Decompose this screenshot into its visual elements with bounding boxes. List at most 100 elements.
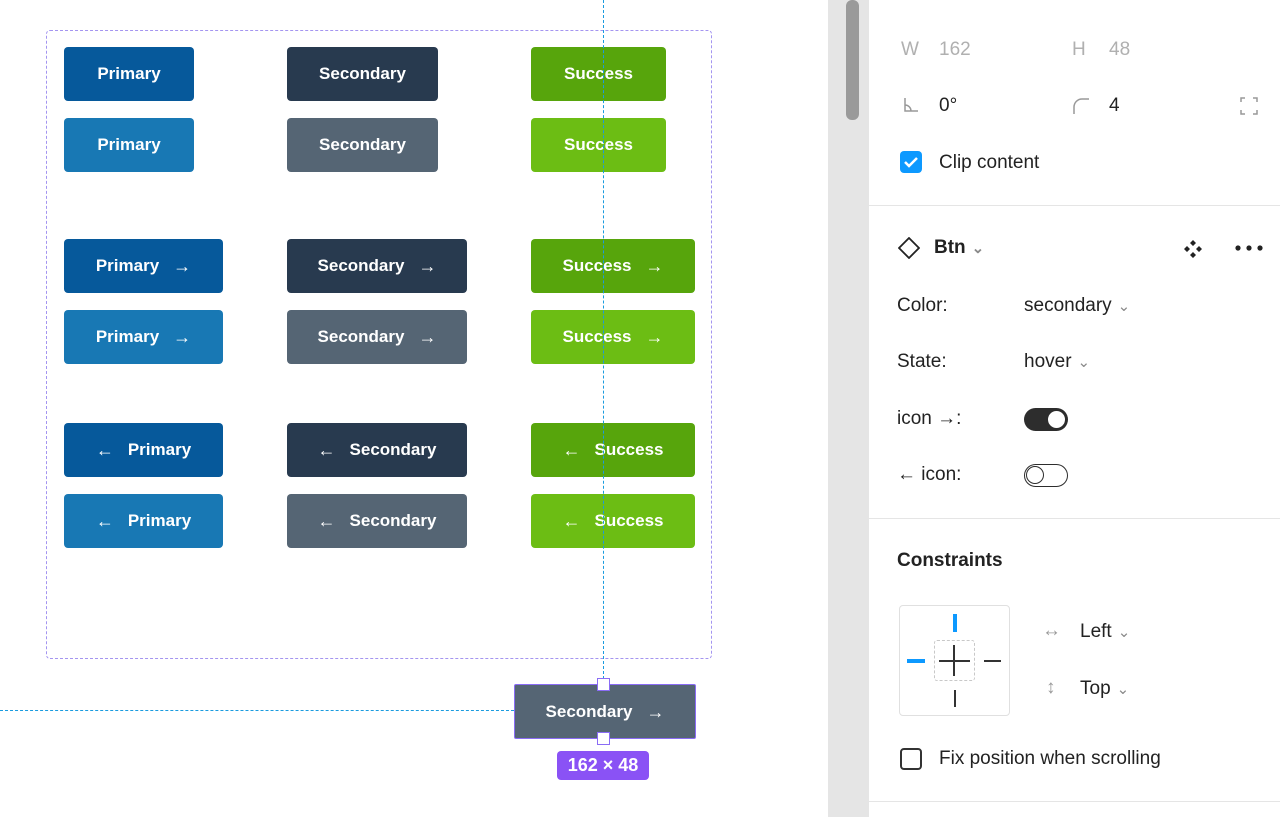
arrow-left-icon: ← [562,511,581,531]
chevron-down-icon: ⌄ [1077,354,1091,371]
button-secondary-icon-right-default[interactable]: Secondary → [287,239,467,293]
button-label: Secondary [317,256,405,275]
constraint-center-horizontal[interactable] [939,660,970,662]
fix-position-checkbox[interactable] [900,748,922,770]
button-primary-hover[interactable]: Primary [64,118,194,172]
constraint-inner-box [934,640,975,681]
constraint-right[interactable] [984,660,1001,662]
selected-button-instance[interactable]: Secondary → [514,684,696,739]
button-label: Primary [97,64,161,83]
button-success-default[interactable]: Success [531,47,666,101]
button-label: Primary [127,440,192,459]
vertical-arrows-icon: ↕ [1046,677,1056,698]
arrow-left-icon: ← [562,440,581,460]
constraints-widget[interactable] [899,605,1010,716]
button-label: Secondary [349,511,437,530]
button-label: Success [564,64,633,83]
arrow-left-icon: ← [95,511,114,531]
button-secondary-default[interactable]: Secondary [287,47,438,101]
icon-right-prop-label: icon →: [897,408,962,429]
color-prop-dropdown[interactable]: secondary ⌄ [1024,295,1130,317]
section-divider [869,801,1280,802]
constraint-bottom[interactable] [954,690,956,707]
rotation-icon [904,98,918,112]
toggle-knob [1026,466,1044,484]
arrow-left-icon: ← [95,440,114,460]
button-label: Success [594,440,664,459]
component-name: Btn [934,237,966,258]
state-prop-label: State: [897,351,947,372]
icon-right-toggle[interactable] [1024,408,1068,431]
button-label: Success [562,256,632,275]
arrow-right-icon: → [645,327,664,347]
rotation-input[interactable]: 0° [939,95,958,116]
canvas-scrollbar-thumb[interactable] [846,0,859,120]
button-success-icon-left-hover[interactable]: ←Success [531,494,695,548]
section-divider [869,205,1280,206]
arrow-left-icon: ← [317,440,336,460]
constraint-left[interactable] [907,659,925,663]
properties-panel: W 162 H 48 0° 4 Clip content Btn⌄ Color:… [869,0,1280,817]
resize-handle-bottom[interactable] [597,732,610,745]
clip-content-checkbox[interactable] [900,151,922,173]
button-success-icon-right-hover[interactable]: Success → [531,310,695,364]
button-secondary-hover[interactable]: Secondary [287,118,438,172]
component-name-dropdown[interactable]: Btn ⌄ [934,237,984,259]
chevron-down-icon: ⌄ [971,240,985,257]
corner-radius-input[interactable]: 4 [1109,95,1120,116]
arrow-left-icon: ← [317,511,336,531]
toggle-knob [1047,410,1066,429]
button-label: Primary [95,327,160,346]
button-success-icon-left-default[interactable]: ← Success [531,423,695,477]
chevron-down-icon: ⌄ [1117,624,1131,641]
button-label: Secondary [319,64,406,83]
width-label: W [901,39,919,60]
arrow-right-icon: → [173,256,192,276]
button-label: Success [562,327,632,346]
resize-handle-top[interactable] [597,678,610,691]
constraints-title: Constraints [897,550,1003,571]
vertical-alignment-guide [603,0,604,684]
width-input[interactable]: 162 [939,39,971,60]
button-primary-icon-right-default[interactable]: Primary → [64,239,223,293]
arrow-right-icon: → [418,327,437,347]
button-secondary-icon-right-hover[interactable]: Secondary → [287,310,467,364]
horizontal-alignment-guide [0,710,514,711]
design-canvas[interactable]: Primary Secondary Success Primary Second… [0,0,828,817]
button-secondary-icon-left-hover[interactable]: ← Secondary [287,494,467,548]
button-primary-icon-left-default[interactable]: ← Primary [64,423,223,477]
button-secondary-icon-left-default[interactable]: ← Secondary [287,423,467,477]
state-prop-value: hover [1024,351,1072,372]
button-label: Secondary [319,135,406,154]
button-primary-default[interactable]: Primary [64,47,194,101]
button-success-hover[interactable]: Success [531,118,666,172]
button-primary-icon-right-hover[interactable]: Primary → [64,310,223,364]
arrow-right-icon: → [418,256,437,276]
color-prop-label: Color: [897,295,948,316]
icon-left-toggle[interactable] [1024,464,1068,487]
horizontal-constraint-value: Left [1080,621,1112,642]
height-input[interactable]: 48 [1109,39,1131,60]
button-label: Primary [95,256,160,275]
chevron-down-icon: ⌄ [1117,298,1131,315]
buttons-frame[interactable] [46,30,712,659]
canvas-scrollbar-track[interactable] [828,0,869,817]
expand-corners-icon[interactable] [1240,97,1258,115]
arrow-right-icon: → [173,327,192,347]
constraint-top[interactable] [953,614,957,632]
more-icon[interactable] [1235,244,1263,252]
color-prop-value: secondary [1024,295,1112,316]
component-icon[interactable] [1183,239,1203,259]
arrow-right-icon: → [646,701,665,722]
button-success-icon-right-default[interactable]: Success→ [531,239,695,293]
section-divider [869,518,1280,519]
vertical-constraint-dropdown[interactable]: Top⌄ [1080,678,1129,700]
horizontal-constraint-dropdown[interactable]: Left ⌄ [1080,621,1130,643]
button-primary-icon-left-hover[interactable]: ←Primary [64,494,223,548]
button-label: Secondary [349,440,437,459]
button-label: Success [564,135,633,154]
button-label: Secondary [545,701,633,721]
icon-left-prop-label: ← icon: [897,464,962,485]
button-label: Secondary [317,327,405,346]
state-prop-dropdown[interactable]: hover ⌄ [1024,351,1090,373]
